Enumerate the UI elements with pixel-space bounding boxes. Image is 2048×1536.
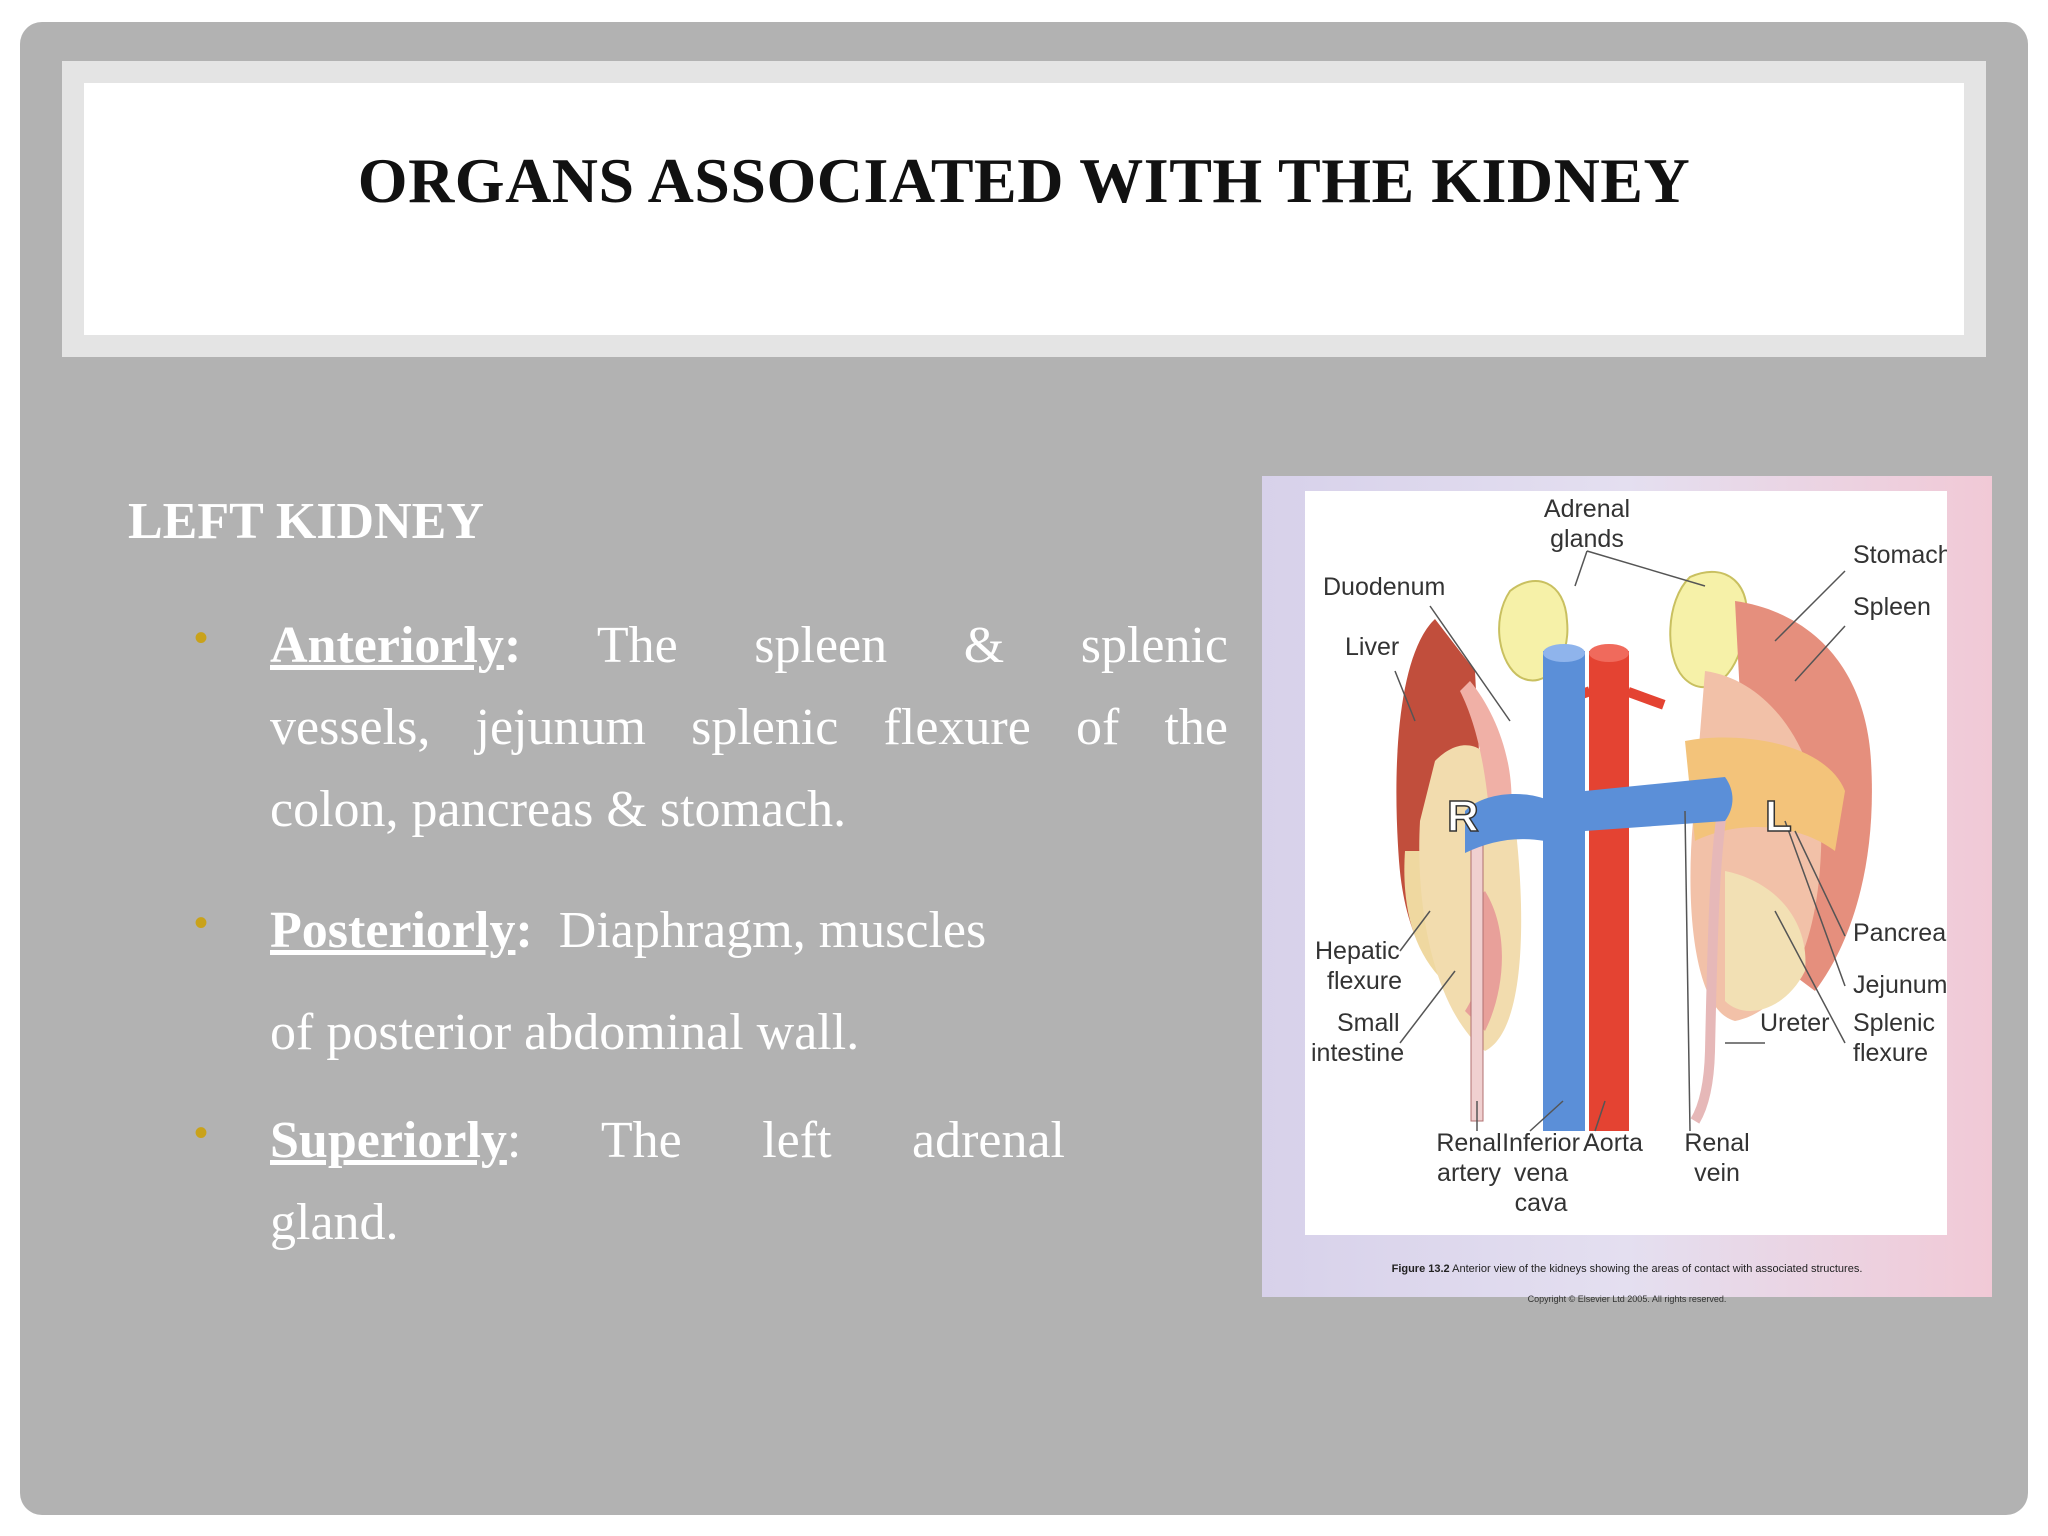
- caption-figure-number: Figure 13.2: [1391, 1263, 1450, 1275]
- item-line: Anteriorly: The spleen & splenic: [270, 605, 1228, 687]
- label-jejunum: Jejunum: [1853, 971, 1947, 999]
- right-ureter: [1470, 820, 1484, 1122]
- item-line: colon, pancreas & stomach.: [270, 781, 847, 838]
- item-line: gland.: [270, 1194, 399, 1251]
- bullet-icon: •: [194, 616, 209, 660]
- label-r: R: [1447, 792, 1479, 841]
- figure-copyright: Copyright © Elsevier Ltd 2005. All right…: [1527, 1294, 1727, 1304]
- left-ureter: [1690, 790, 1730, 1124]
- bullet-item-posteriorly: • Posteriorly: Diaphragm, muscles of pos…: [194, 890, 1065, 1074]
- label-ivc-3: cava: [1515, 1189, 1568, 1217]
- label-renal-vein-1: Renal: [1684, 1129, 1749, 1157]
- kidney-illustration: Adrenal glands Stomach Duodenum Spleen L…: [1311, 495, 1947, 1217]
- label-splenic-2: flexure: [1853, 1039, 1928, 1067]
- duodenum-shape: [1460, 681, 1512, 821]
- leader-lines: [1394, 550, 1846, 1132]
- left-kidney-heading: LEFT KIDNEY: [128, 493, 484, 550]
- label-renal-artery-1: Renal: [1436, 1129, 1501, 1157]
- item-separator: :: [503, 617, 522, 674]
- label-small-1: Small: [1337, 1009, 1400, 1037]
- arterial-branch: [1626, 687, 1666, 710]
- slide: ORGANS ASSOCIATED WITH THE KIDNEY LEFT K…: [20, 22, 2028, 1515]
- item-term: Posteriorly: [270, 902, 516, 959]
- jejunum-shape: [1725, 871, 1806, 1011]
- item-term: Superiorly: [270, 1112, 507, 1169]
- bullet-icon: •: [194, 901, 209, 945]
- label-l: L: [1765, 792, 1792, 841]
- figure-panel: Adrenal glands Stomach Duodenum Spleen L…: [1305, 491, 1947, 1235]
- label-small-2: intestine: [1311, 1039, 1404, 1067]
- left-adrenal-gland: [1669, 570, 1748, 689]
- label-ivc-2: vena: [1514, 1159, 1568, 1187]
- label-hepatic-1: Hepatic: [1315, 937, 1400, 965]
- label-renal-artery-2: artery: [1437, 1159, 1501, 1187]
- inferior-vena-cava: [1543, 651, 1585, 1131]
- item-line: Posteriorly: Diaphragm, muscles: [270, 890, 1065, 972]
- title-box: ORGANS ASSOCIATED WITH THE KIDNEY: [84, 83, 1964, 335]
- item-text: The spleen & splenic: [596, 617, 1228, 674]
- label-stomach: Stomach: [1853, 541, 1947, 569]
- label-renal-vein-2: vein: [1694, 1159, 1740, 1187]
- item-text: The left adrenal: [600, 1112, 1066, 1169]
- label-ureter: Ureter: [1760, 1009, 1829, 1037]
- figure-caption: Figure 13.2 Anterior view of the kidneys…: [1302, 1263, 1952, 1275]
- item-line: of posterior abdominal wall.: [270, 1004, 860, 1061]
- aorta-top: [1589, 644, 1629, 662]
- item-line: Superiorly: The left adrenal: [270, 1100, 1065, 1182]
- bullet-item-anteriorly: • Anteriorly: The spleen & splenic vesse…: [194, 605, 1228, 851]
- ivc-top: [1543, 644, 1585, 662]
- label-pancreas: Pancreas: [1853, 919, 1947, 947]
- bullet-icon: •: [194, 1111, 209, 1155]
- label-aorta: Aorta: [1583, 1129, 1643, 1157]
- label-liver: Liver: [1345, 633, 1399, 661]
- renal-vein-left: [1585, 777, 1733, 831]
- item-separator: :: [515, 902, 533, 959]
- item-text: Diaphragm, muscles: [558, 902, 987, 959]
- label-adrenal-1: Adrenal: [1544, 495, 1630, 523]
- item-separator: :: [506, 1112, 522, 1169]
- slide-title: ORGANS ASSOCIATED WITH THE KIDNEY: [357, 145, 1691, 216]
- label-hepatic-2: flexure: [1327, 967, 1402, 995]
- label-ivc-1: Inferior: [1502, 1129, 1580, 1157]
- title-frame: ORGANS ASSOCIATED WITH THE KIDNEY: [62, 61, 1986, 357]
- label-duodenum: Duodenum: [1323, 573, 1445, 601]
- kidney-figure: Adrenal glands Stomach Duodenum Spleen L…: [1262, 476, 1992, 1304]
- renal-vein-right: [1465, 794, 1545, 853]
- item-line: vessels, jejunum splenic flexure of the: [270, 699, 1228, 756]
- label-splenic-1: Splenic: [1853, 1009, 1935, 1037]
- caption-text: Anterior view of the kidneys showing the…: [1449, 1263, 1863, 1275]
- label-adrenal-2: glands: [1550, 525, 1624, 553]
- aorta: [1589, 651, 1629, 1131]
- label-spleen: Spleen: [1853, 593, 1931, 621]
- item-term: Anteriorly: [270, 617, 504, 674]
- bullet-item-superiorly: • Superiorly: The left adrenal gland.: [194, 1100, 1065, 1264]
